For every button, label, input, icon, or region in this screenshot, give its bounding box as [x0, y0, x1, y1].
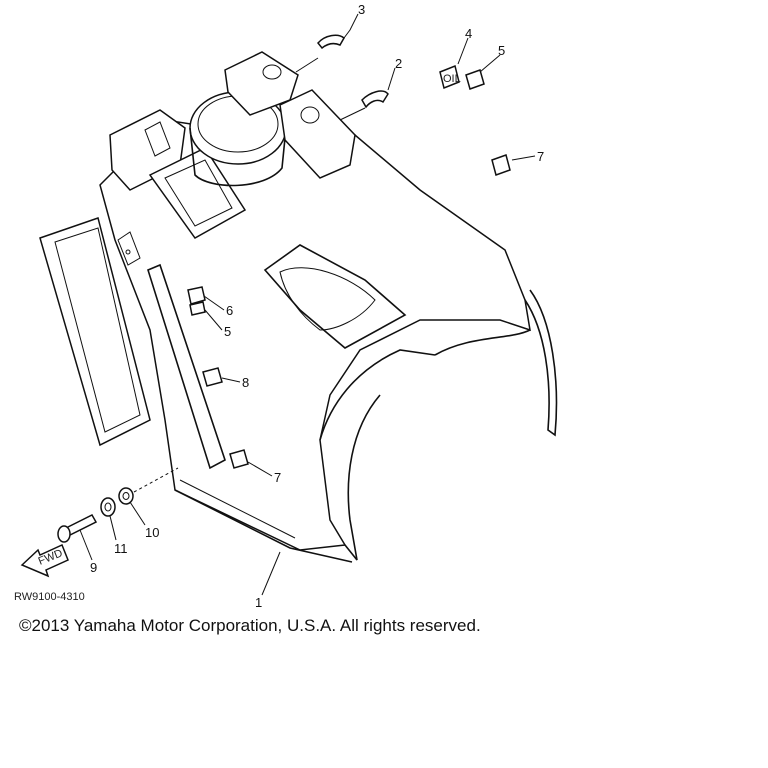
fwd-arrow-icon: FWD [20, 543, 69, 578]
callout-6: 6 [226, 303, 233, 318]
callout-5-top: 5 [498, 43, 505, 58]
bolt-9 [57, 514, 98, 543]
washer-11 [100, 497, 116, 517]
callout-7-top: 7 [537, 149, 544, 164]
callout-8: 8 [242, 375, 249, 390]
side-labels [187, 286, 249, 469]
cable-part-2 [361, 90, 389, 109]
parts-diagram: OIL FWD [14, 2, 558, 610]
copyright-notice: ©2013 Yamaha Motor Corporation, U.S.A. A… [19, 616, 481, 635]
leader-lines [79, 13, 536, 596]
label-f-5 [465, 69, 485, 90]
cable-part-3 [317, 34, 345, 50]
callout-9: 9 [90, 560, 97, 575]
callout-2: 2 [395, 56, 402, 71]
callout-7-side: 7 [274, 470, 281, 485]
oil-text: OIL [443, 73, 461, 85]
label-oil-4: OIL [439, 64, 461, 90]
callout-10: 10 [145, 525, 159, 540]
callout-1: 1 [255, 595, 262, 610]
label-7-top [491, 154, 511, 176]
callout-4: 4 [465, 26, 472, 41]
instrument-pods [109, 51, 356, 239]
diagram-part-code: RW9100-4310 [14, 591, 85, 603]
callout-11: 11 [114, 541, 128, 556]
callout-3: 3 [358, 2, 365, 17]
washer-10 [118, 487, 134, 505]
side-panel [39, 217, 151, 447]
callout-5-side: 5 [224, 324, 231, 339]
